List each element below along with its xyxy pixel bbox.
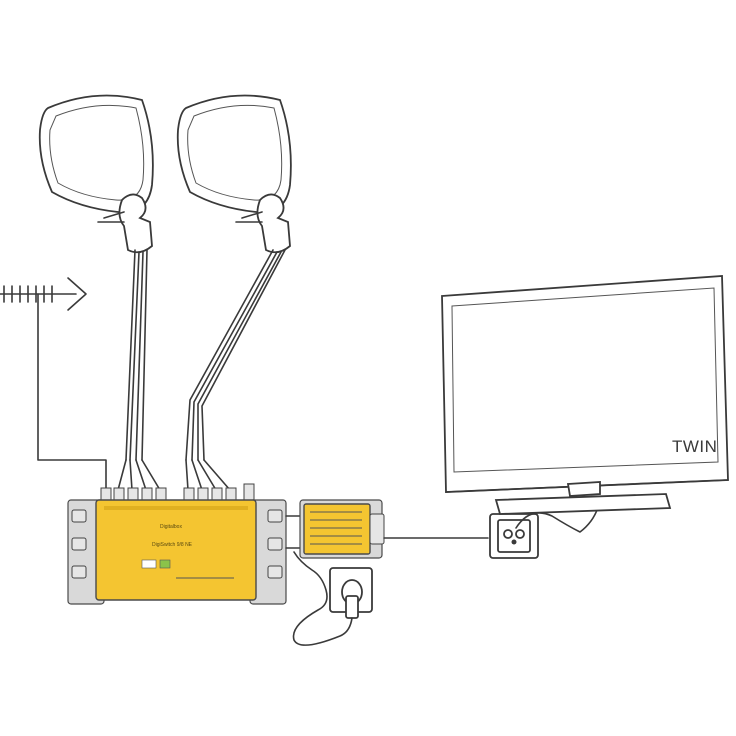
multiswitch: Digitalbox DigiSwitch 9/8 NE (67, 483, 287, 605)
satellite-dish-left (38, 94, 154, 461)
antenna-wall-outlet (489, 499, 601, 559)
satellite-dish-right (176, 94, 292, 461)
power-injector (285, 499, 489, 559)
power-socket (292, 551, 373, 646)
television: TWIN (441, 275, 729, 515)
tv-brand-label: TWIN (672, 437, 717, 456)
multiswitch-brand: Digitalbox (160, 524, 182, 530)
multiswitch-model: DigiSwitch 9/8 NE (152, 542, 193, 548)
lnb-cables (117, 459, 231, 491)
terrestrial-antenna (0, 277, 107, 491)
